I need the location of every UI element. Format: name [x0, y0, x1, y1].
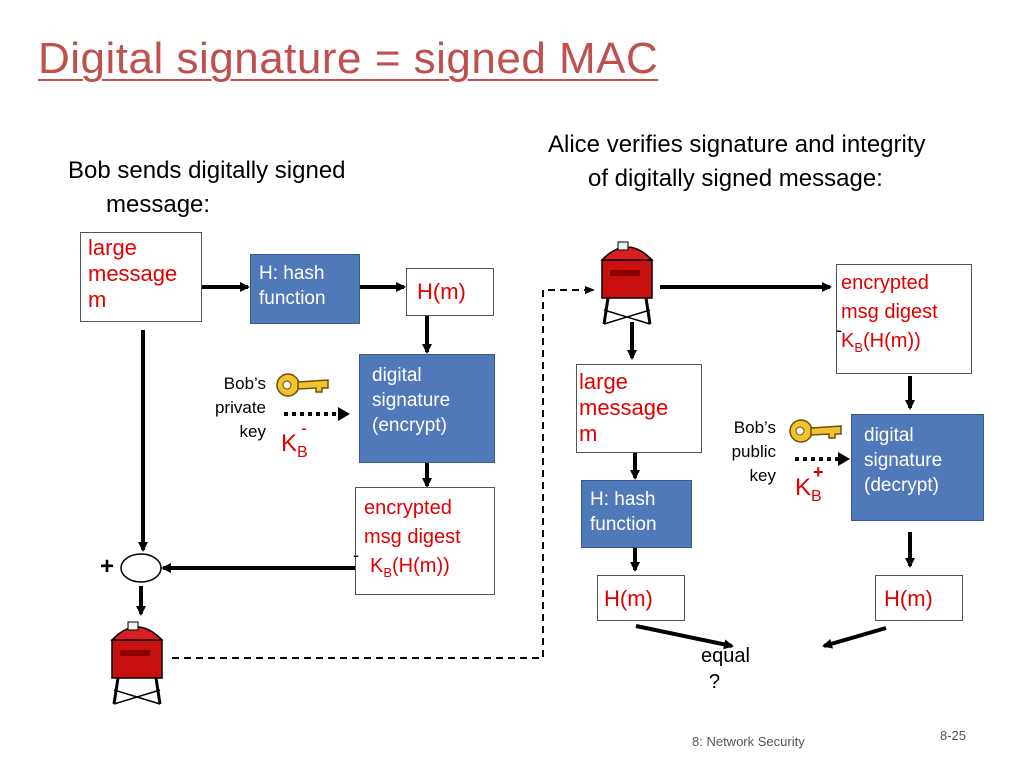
- mailbox-icon-alice: [600, 241, 654, 325]
- bob-key-line3: key: [239, 422, 266, 441]
- bob-enc-K: K: [370, 555, 384, 577]
- alice-public-key-symbol: KB: [795, 474, 822, 506]
- alice-msg-line1: large: [579, 369, 628, 394]
- equal-line1: equal: [701, 645, 750, 667]
- plus-label: +: [100, 553, 115, 580]
- slide-title: Digital signature = signed MAC: [38, 34, 659, 83]
- alice-sig-line1: digital: [864, 425, 914, 446]
- bob-msg-line2: message: [88, 261, 178, 286]
- bob-private-key-symbol: KB: [281, 430, 308, 462]
- alice-heading-line2: of digitally signed message:: [588, 165, 883, 192]
- bob-heading: Bob sends digitally signed message:: [68, 154, 346, 222]
- alice-msg-line3: m: [579, 421, 598, 446]
- bob-signature-box: digital signature (encrypt): [359, 354, 495, 463]
- alice-hm-left-box: H(m): [597, 575, 685, 621]
- bob-message-box: large message m: [80, 232, 202, 322]
- alice-key-line3: key: [749, 466, 776, 485]
- bob-msg-line1: large: [88, 235, 137, 260]
- alice-encrypted-digest-box: encrypted msg digest KB(H(m)): [836, 264, 972, 374]
- bob-key-sup: -: [301, 418, 307, 438]
- dashed-send-path: [172, 289, 588, 659]
- bob-private-key-label: Bob’s private key: [180, 372, 266, 444]
- alice-enc-sub: B: [854, 340, 864, 355]
- alice-signature-box: digital signature (decrypt): [851, 414, 984, 521]
- alice-hm-left-label: H(m): [604, 586, 653, 611]
- alice-key-K: K: [795, 474, 812, 501]
- mailbox-icon-bob: [110, 621, 164, 705]
- public-key-icon: [789, 419, 842, 443]
- bob-enc-sub: B: [383, 565, 393, 580]
- bob-hash-function-box: H: hash function: [250, 254, 360, 324]
- private-key-icon: [276, 373, 329, 397]
- plus-circle: [120, 553, 162, 583]
- bob-hash-line1: H: hash: [259, 263, 325, 284]
- alice-key-line2: public: [731, 442, 776, 461]
- equal-question: equal ?: [701, 643, 750, 695]
- bob-sig-line1: digital: [372, 365, 422, 386]
- bob-key-line1: Bob’s: [223, 374, 266, 393]
- bob-sig-line3: (encrypt): [372, 415, 447, 436]
- bob-heading-line2: message:: [106, 191, 211, 218]
- alice-hash-line2: function: [590, 514, 657, 535]
- alice-sig-line2: signature: [864, 450, 943, 471]
- bob-key-line2: private: [214, 398, 266, 417]
- bob-hash-line2: function: [259, 288, 326, 309]
- bob-encrypted-digest-box: encrypted msg digest KB(H(m)): [355, 487, 495, 595]
- alice-hash-function-box: H: hash function: [581, 480, 692, 548]
- bob-heading-line1: Bob sends digitally signed: [68, 157, 346, 184]
- dashed-send-arrowhead: [585, 286, 595, 294]
- bob-enc-line3: KB(H(m)): [364, 552, 486, 587]
- alice-msg-line2: message: [579, 395, 669, 420]
- bob-key-K: K: [281, 430, 298, 457]
- arrow-hm-left-to-equal: [635, 624, 734, 650]
- alice-sig-line3: (decrypt): [864, 475, 939, 496]
- alice-public-key-label: Bob’s public key: [700, 416, 776, 488]
- footer-course: 8: Network Security: [692, 734, 805, 749]
- bob-enc-line1: encrypted: [364, 497, 452, 519]
- alice-hm-right-label: H(m): [884, 586, 933, 611]
- bob-hm-label: H(m): [417, 279, 466, 304]
- alice-heading-line1: Alice verifies signature and integrity: [548, 131, 926, 158]
- alice-key-sub: B: [811, 487, 822, 505]
- alice-key-line1: Bob’s: [733, 418, 776, 437]
- alice-enc-line3: KB(H(m)): [841, 327, 967, 362]
- arrowhead-key: [338, 407, 350, 421]
- equal-line2: ?: [709, 671, 721, 693]
- alice-hm-right-box: H(m): [875, 575, 963, 621]
- bob-key-sub: B: [297, 443, 308, 461]
- bob-enc-rest: (H(m)): [392, 555, 450, 577]
- bob-msg-line3: m: [88, 287, 107, 312]
- alice-enc-line1: encrypted: [841, 272, 929, 294]
- bob-enc-sup: -: [353, 545, 359, 565]
- alice-enc-rest: (H(m)): [863, 330, 921, 352]
- alice-enc-line2: msg digest: [841, 301, 938, 323]
- bob-hm-box: H(m): [406, 268, 494, 316]
- alice-message-box: large message m: [576, 364, 702, 453]
- alice-heading: Alice verifies signature and integrity o…: [548, 128, 968, 196]
- arrow-hm-right-to-equal: [822, 626, 887, 649]
- alice-hash-line1: H: hash: [590, 489, 656, 510]
- bob-enc-line2: msg digest: [364, 526, 461, 548]
- alice-enc-sup: -: [836, 320, 842, 340]
- alice-enc-K: K: [841, 330, 855, 352]
- bob-sig-line2: signature: [372, 390, 451, 411]
- alice-key-sup: +: [813, 462, 824, 482]
- arrowhead-key-alice: [838, 452, 850, 466]
- footer-page-number: 8-25: [940, 728, 967, 743]
